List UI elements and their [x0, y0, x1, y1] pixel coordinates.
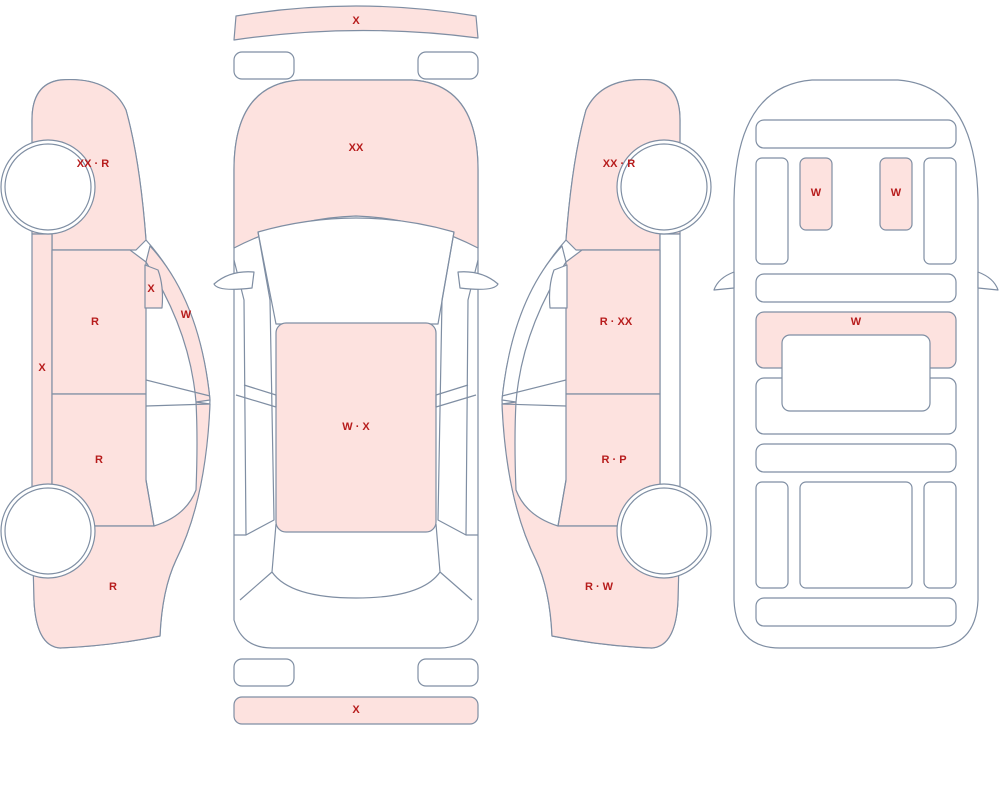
left-side-view: XX · R R X W X R R: [0, 78, 211, 649]
hood[interactable]: [233, 79, 479, 249]
right-rocker-panel[interactable]: [659, 233, 681, 527]
left-front-window-label: W: [181, 309, 192, 321]
left-rear-wheel-inner: [4, 487, 92, 575]
interior-view: W W W: [713, 79, 999, 649]
right-side-mirror-top[interactable]: [457, 271, 499, 290]
right-mirror[interactable]: [548, 264, 568, 309]
left-rear-quarter[interactable]: [31, 401, 211, 649]
left-front-door[interactable]: [51, 249, 147, 395]
rear-window: [271, 523, 441, 599]
right-rear-quarter[interactable]: [501, 401, 681, 649]
right-side-view: XX · R R · XX R · P R · W: [501, 78, 712, 649]
right-rear-door-trim[interactable]: [923, 481, 957, 589]
front-right-seat-label: W: [891, 187, 902, 199]
center-console-label: W: [851, 316, 862, 328]
front-bumper-label: X: [352, 15, 360, 27]
left-rear-quarter-label: R: [109, 581, 117, 593]
right-pillar-outline: [437, 231, 479, 536]
rear-shelf[interactable]: [755, 597, 957, 627]
cargo-area[interactable]: [799, 481, 913, 589]
left-side-mirror-top[interactable]: [213, 271, 255, 290]
right-front-door-label: R · XX: [600, 316, 633, 328]
right-front-door[interactable]: [565, 249, 661, 395]
front-left-seat-label: W: [811, 187, 822, 199]
right-rear-wheel-inner: [620, 487, 708, 575]
left-front-door-trim[interactable]: [755, 157, 789, 265]
left-mirror[interactable]: [144, 264, 164, 309]
right-rear-quarter-label: R · W: [585, 581, 614, 593]
left-rear-door-trim[interactable]: [755, 481, 789, 589]
top-view: X XX W · X X: [213, 5, 499, 725]
trunk-outline: [234, 534, 478, 601]
roof[interactable]: [275, 322, 437, 533]
right-window-frame: [501, 379, 567, 527]
right-front-wheel-inner: [620, 143, 708, 231]
right-front-door-trim[interactable]: [923, 157, 957, 265]
dashboard[interactable]: [755, 119, 957, 149]
windshield[interactable]: [257, 217, 455, 325]
console-panel[interactable]: [781, 334, 931, 412]
rear-bumper-label: X: [352, 704, 360, 716]
front-right-seat[interactable]: [879, 157, 913, 231]
rear-bumper[interactable]: [233, 696, 479, 725]
left-rocker-label: X: [38, 362, 46, 374]
interior-left-mirror[interactable]: [713, 271, 735, 291]
front-seat-row[interactable]: [755, 273, 957, 303]
left-front-door-label: R: [91, 316, 99, 328]
left-mirror-label: X: [147, 283, 155, 295]
left-rear-door-label: R: [95, 454, 103, 466]
front-left-seat[interactable]: [799, 157, 833, 231]
left-headlight[interactable]: [233, 51, 295, 80]
front-bumper[interactable]: [233, 5, 479, 41]
roof-label: W · X: [342, 421, 370, 433]
right-front-fender-label: XX · R: [603, 158, 635, 170]
right-headlight[interactable]: [417, 51, 479, 80]
interior-right-mirror[interactable]: [977, 271, 999, 291]
left-front-fender-label: XX · R: [77, 158, 109, 170]
left-taillight[interactable]: [233, 658, 295, 687]
right-rear-door-label: R · P: [601, 454, 626, 466]
right-taillight[interactable]: [417, 658, 479, 687]
right-b-pillar: [435, 384, 477, 408]
rear-seat-back[interactable]: [755, 443, 957, 473]
left-rocker-panel[interactable]: [31, 233, 53, 527]
left-b-pillar: [235, 384, 277, 408]
left-window-frame: [145, 379, 211, 527]
left-pillar-outline: [233, 231, 275, 536]
left-front-wheel-inner: [4, 143, 92, 231]
hood-label: XX: [349, 142, 364, 154]
